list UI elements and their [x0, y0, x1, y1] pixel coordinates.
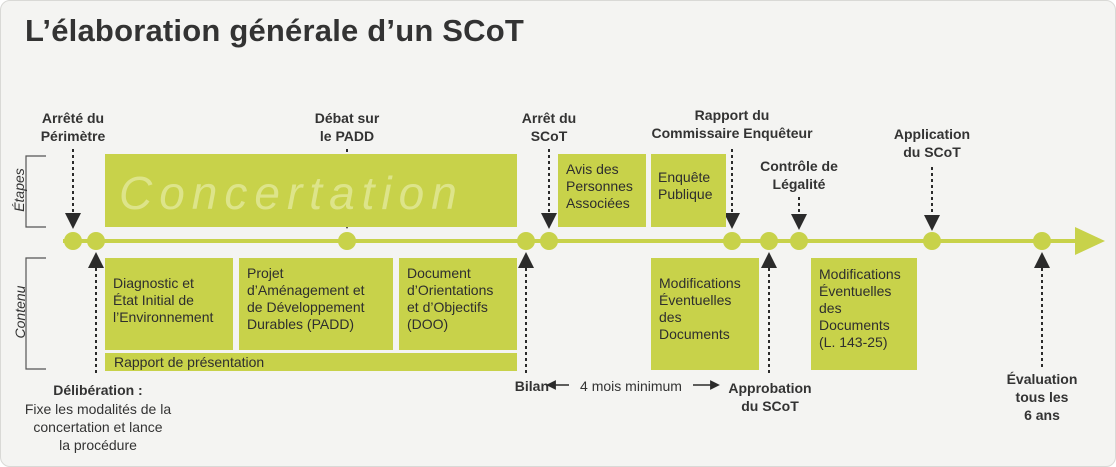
doo-line-3: et d’Objectifs: [407, 299, 488, 315]
diagnostic-line-1: Diagnostic et: [113, 275, 194, 291]
deliberation-title: Délibération :: [53, 382, 143, 398]
diagram-title: L’élaboration générale d’un SCoT: [25, 13, 525, 48]
concertation-label: Concertation: [119, 167, 464, 219]
modif2-line-4: Documents: [819, 317, 890, 333]
rapport-presentation-box: Rapport de présentation: [105, 353, 517, 371]
modif1-line-2: Éventuelles: [659, 292, 732, 308]
label-evaluation: Évaluation tous les 6 ans: [1006, 371, 1078, 423]
dot-deliberation: [87, 232, 105, 250]
dot-evaluation: [1033, 232, 1051, 250]
dot-bilan: [517, 232, 535, 250]
enquete-line-2: Publique: [658, 186, 713, 202]
label-bilan: Bilan: [514, 378, 549, 394]
modifications-box-2: Modifications Éventuelles des Documents …: [811, 258, 917, 370]
label-delai: 4 mois minimum: [580, 378, 682, 394]
doo-line-1: Document: [407, 265, 471, 281]
modifications-box-1: Modifications Éventuelles des Documents: [651, 258, 759, 370]
enquete-line-1: Enquête: [658, 169, 711, 185]
label-deliberation: Délibération :: [3, 381, 193, 399]
diagnostic-line-2: État Initial de: [113, 292, 194, 308]
label-rapport-commissaire: Rapport du Commissaire Enquêteur: [651, 107, 813, 141]
doo-line-4: (DOO): [407, 316, 449, 332]
modif1-line-4: Documents: [659, 326, 730, 342]
dot-debat-padd: [338, 232, 356, 250]
dot-arrete-perimetre: [64, 232, 82, 250]
diagnostic-box: Diagnostic et État Initial de l’Environn…: [105, 258, 233, 350]
padd-line-2: d’Aménagement et: [247, 282, 365, 298]
dot-arret-scot: [540, 232, 558, 250]
modif2-line-5: (L. 143-25): [819, 334, 888, 350]
modif2-line-3: des: [819, 300, 842, 316]
modif2-line-2: Éventuelles: [819, 283, 892, 299]
modif1-line-3: des: [659, 309, 682, 325]
label-deliberation-text: Fixe les modalités de la concertation et…: [24, 401, 172, 453]
modif2-line-1: Modifications: [819, 266, 901, 282]
dot-rapport-commissaire: [723, 232, 741, 250]
label-approbation: Approbation du SCoT: [728, 380, 812, 414]
avis-line-2: Personnes: [566, 178, 633, 194]
padd-line-4: Durables (PADD): [247, 316, 355, 332]
etapes-bracket: [25, 155, 46, 228]
dot-approbation: [760, 232, 778, 250]
diagnostic-line-3: l’Environnement: [113, 309, 214, 325]
modif1-line-1: Modifications: [659, 275, 741, 291]
avis-personnes-associees-box: Avis des Personnes Associées: [558, 154, 646, 227]
avis-line-1: Avis des: [566, 161, 619, 177]
dot-controle-legalite: [790, 232, 808, 250]
concertation-box: Concertation: [105, 154, 517, 227]
label-controle-legalite: Contrôle de Légalité: [760, 158, 838, 192]
avis-line-3: Associées: [566, 195, 630, 211]
label-arrete-perimetre: Arrêté du Périmètre: [40, 110, 106, 144]
enquete-publique-box: Enquête Publique: [651, 154, 726, 227]
etapes-section-label: Étapes: [11, 168, 27, 212]
doo-line-2: d’Orientations: [407, 282, 494, 298]
timeline-dots: [64, 232, 1051, 250]
label-application-scot: Application du SCoT: [893, 126, 971, 160]
dot-application: [923, 232, 941, 250]
padd-line-1: Projet: [247, 265, 284, 281]
contenu-section-label: Contenu: [12, 285, 28, 339]
doo-box: Document d’Orientations et d’Objectifs (…: [399, 258, 517, 350]
contenu-bracket: [25, 257, 46, 370]
padd-line-3: de Développement: [247, 299, 365, 315]
padd-box: Projet d’Aménagement et de Développement…: [239, 258, 393, 350]
timeline-arrowhead: [1075, 227, 1105, 255]
label-arret-scot: Arrêt du SCoT: [521, 110, 577, 144]
label-debat-padd: Débat sur le PADD: [314, 110, 380, 144]
